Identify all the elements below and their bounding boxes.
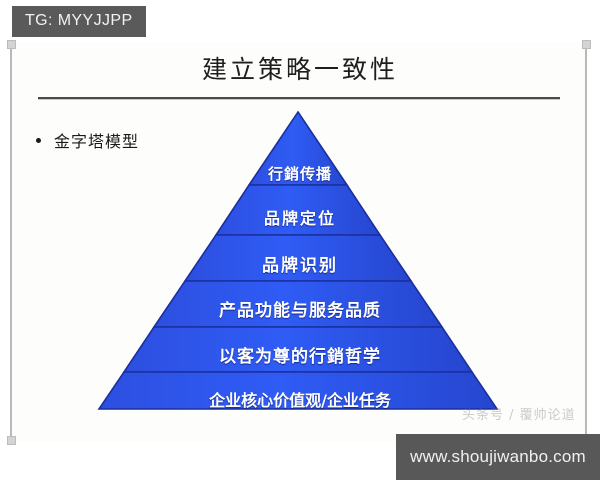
bullet-dot-icon [36,137,41,143]
slide-handle-bottom-left[interactable] [7,436,16,445]
pyramid-layer-6[interactable] [97,371,499,410]
tg-watermark-badge: TG: MYYJJPP [12,6,146,37]
pyramid-layer-4[interactable] [152,280,444,328]
bullet-item: 金字塔模型 [36,128,139,152]
pyramid-layer-1[interactable] [247,110,349,186]
source-watermark: 头条号 / 覆帅论道 [462,408,576,423]
slide-handle-top-left[interactable] [7,40,16,49]
page-title: 建立策略一致性 [201,55,398,84]
pyramid-diagram: 行銷传播 品牌定位 品牌识别 产品功能与服务品质 以客为尊的行銷哲学 企业核心价… [88,106,512,418]
pyramid-svg [97,110,499,410]
url-watermark-bar: www.shoujiwanbo.com [396,434,600,480]
slide-frame-left-border [10,42,12,442]
slide-frame-right-border [585,42,587,442]
pyramid-layer-5[interactable] [122,326,474,373]
pyramid-layer-2[interactable] [214,184,382,236]
slide-handle-top-right[interactable] [582,40,591,49]
pyramid-layer-3[interactable] [183,234,413,282]
bullet-label: 金字塔模型 [54,132,140,151]
title-divider [38,97,560,99]
